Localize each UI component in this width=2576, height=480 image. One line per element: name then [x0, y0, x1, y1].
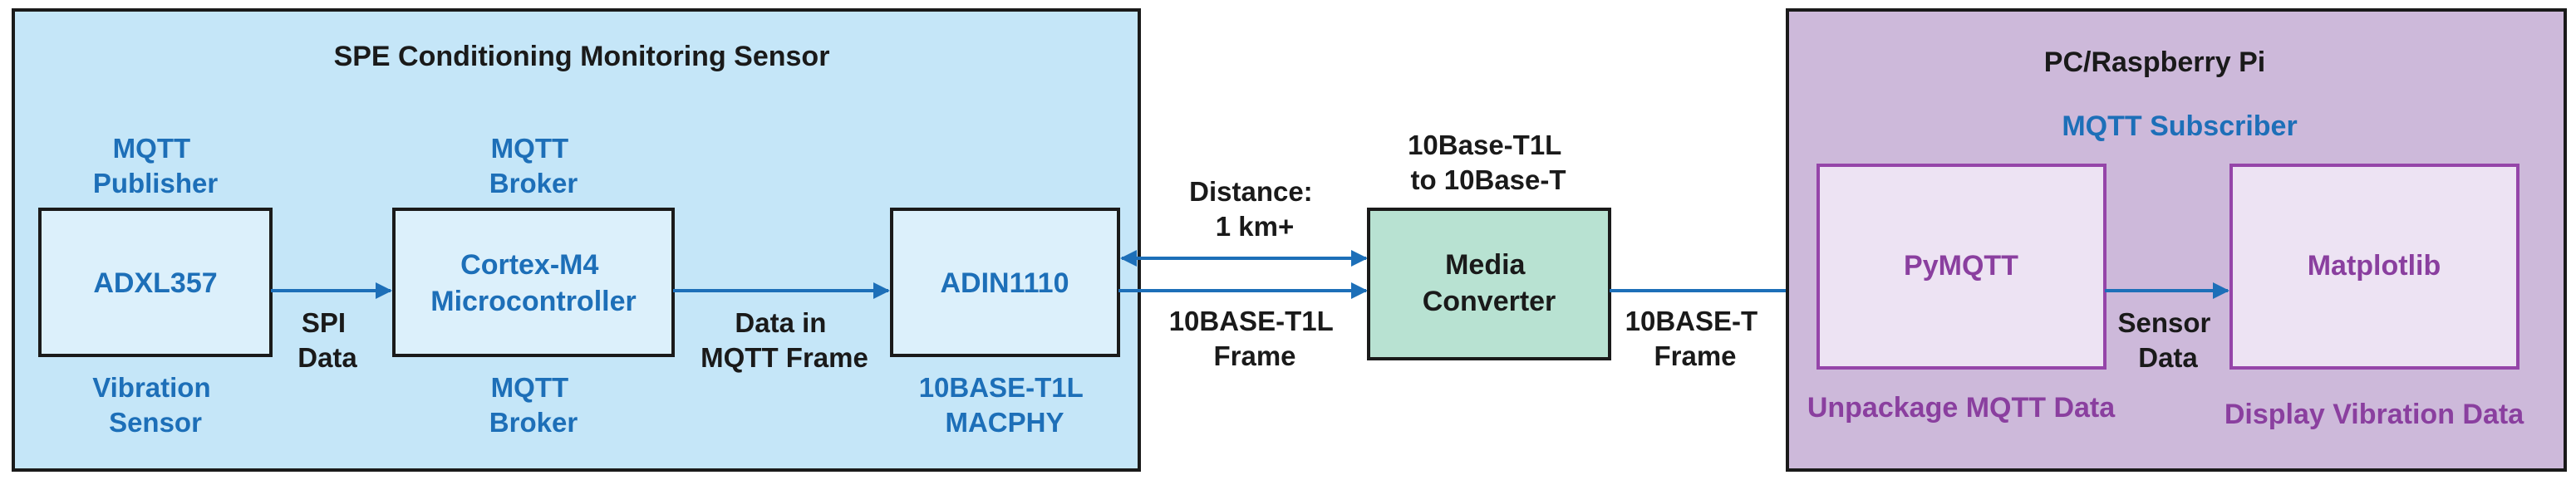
distance-label: Distance: 1 km+ — [1189, 176, 1320, 242]
pymqtt-box — [1816, 164, 2107, 370]
broker-bottom-label: MQTT Broker — [489, 372, 578, 438]
media-converter-box — [1367, 208, 1611, 360]
spi-data-label: SPI Data — [297, 307, 357, 373]
mqtt-subscriber-label: MQTT Subscriber — [2062, 110, 2297, 142]
t-frame-label: 10BASE-T Frame — [1625, 306, 1766, 371]
broker-top-label: MQTT Broker — [489, 133, 578, 198]
cortex-m4-box — [392, 208, 675, 357]
vibration-sensor-label: Vibration Sensor — [92, 372, 219, 438]
publisher-label: MQTT Publisher — [93, 133, 219, 198]
media-converter-label: Media Converter — [1423, 249, 1556, 317]
pc-panel-title: PC/Raspberry Pi — [2044, 47, 2265, 78]
unpackage-label: Unpackage MQTT Data — [1807, 392, 2116, 424]
t1l-frame-label: 10BASE-T1L Frame — [1169, 306, 1341, 371]
display-label: Display Vibration Data — [2225, 399, 2524, 430]
adxl357-label: ADXL357 — [93, 267, 217, 299]
sensor-data-label: Sensor Data — [2117, 307, 2218, 373]
adxl357-box — [38, 208, 273, 357]
macphy-label: 10BASE-T1L MACPHY — [919, 372, 1091, 438]
sensor-panel-title: SPE Conditioning Monitoring Sensor — [334, 41, 830, 72]
adin1110-label: ADIN1110 — [941, 267, 1069, 299]
matplotlib-label: Matplotlib — [2308, 250, 2441, 282]
pymqtt-label: PyMQTT — [1904, 250, 2018, 282]
matplotlib-box — [2229, 164, 2519, 370]
cortex-m4-label: Cortex-M4 Microcontroller — [430, 249, 636, 317]
adin1110-box — [890, 208, 1120, 357]
converter-title: 10Base-T1L to 10Base-T — [1408, 130, 1569, 195]
mqtt-frame-label: Data in MQTT Frame — [701, 307, 868, 373]
